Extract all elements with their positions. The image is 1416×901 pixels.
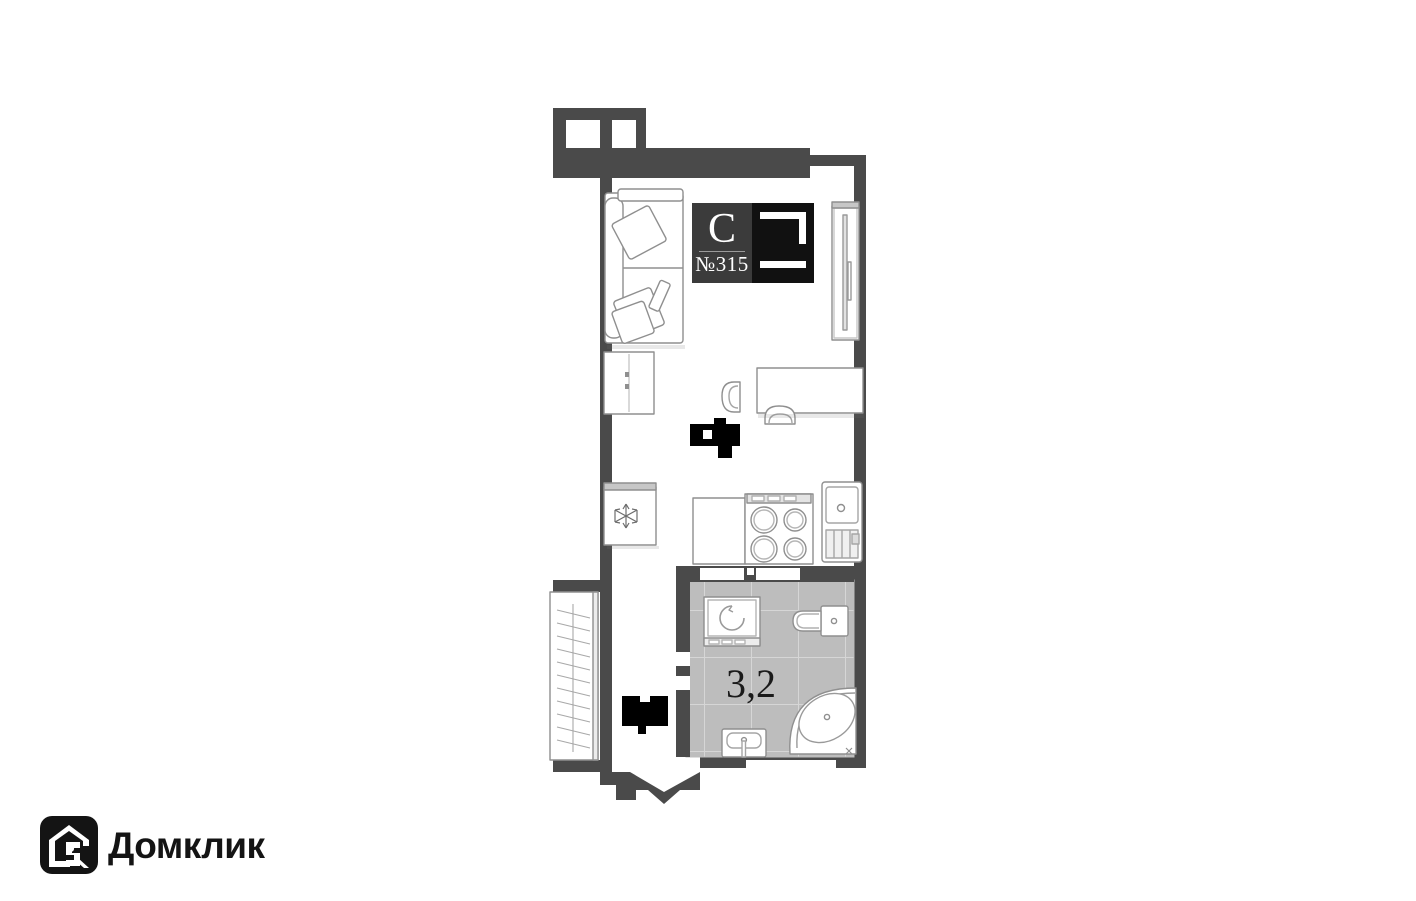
badge-divider bbox=[699, 250, 745, 252]
cabinet-left bbox=[603, 351, 655, 415]
apartment-badge: С №315 bbox=[692, 203, 814, 283]
badge-type: С №315 bbox=[692, 203, 752, 283]
bathroom-area-label: 3,2 bbox=[726, 661, 776, 706]
domclick-logo: Домклик bbox=[40, 816, 265, 874]
chair-lower bbox=[764, 405, 796, 425]
stove bbox=[744, 493, 814, 565]
badge-mini-plan-icon bbox=[752, 203, 814, 283]
kitchen-counter bbox=[692, 497, 746, 565]
logo-text: Домклик bbox=[108, 824, 265, 866]
toilet bbox=[792, 605, 849, 637]
plan-markers bbox=[622, 418, 740, 734]
house-icon bbox=[40, 816, 98, 874]
furniture-shadows bbox=[607, 345, 864, 549]
entry-door-marker bbox=[622, 696, 668, 734]
kitchen-sink bbox=[821, 481, 863, 563]
badge-letter: С bbox=[707, 205, 736, 252]
furniture bbox=[549, 188, 864, 761]
chair-upper bbox=[721, 381, 741, 413]
bathroom-walls bbox=[670, 566, 854, 757]
dining-marker bbox=[690, 418, 740, 458]
dining-counter bbox=[756, 367, 864, 414]
corner-bathtub bbox=[789, 687, 857, 755]
badge-number: №315 bbox=[695, 251, 749, 276]
hanger-rail bbox=[556, 604, 591, 752]
snowflake-icon bbox=[614, 503, 638, 529]
washbasin bbox=[721, 728, 767, 758]
refrigerator bbox=[603, 482, 657, 546]
house-icon-glyph bbox=[49, 825, 89, 868]
sofa-bed bbox=[604, 188, 684, 344]
wardrobe-tall-right bbox=[831, 201, 860, 341]
closet-wardrobe bbox=[549, 591, 599, 761]
washing-machine bbox=[703, 596, 761, 647]
